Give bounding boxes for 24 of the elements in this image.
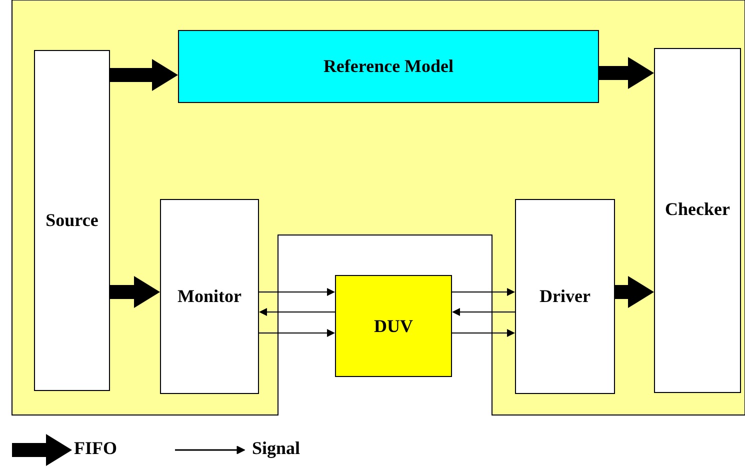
legend-label: FIFO [74,438,117,459]
signal-arrow [452,308,516,316]
legend-label: Signal [252,438,300,459]
signal-arrow [258,329,335,337]
duv-block [335,275,452,377]
block-label: DUV [374,316,413,336]
fifo-arrow [615,276,654,308]
reference-model-block [178,30,599,103]
signal-arrow [259,308,336,316]
signal-arrow [258,288,335,296]
signal-arrow [452,329,515,337]
block-label: Checker [665,199,730,220]
signal-arrow [452,288,515,296]
block-label: Driver [540,286,590,307]
block-label: Reference Model [323,56,454,77]
source-block [34,50,110,391]
monitor-block [160,199,259,394]
fifo-arrow [110,59,178,91]
fifo-arrow [599,57,654,89]
driver-block [515,199,615,394]
fifo-arrow [110,276,160,308]
checker-block [654,48,741,393]
block-label: Monitor [178,286,242,307]
block-label: Source [46,210,98,231]
